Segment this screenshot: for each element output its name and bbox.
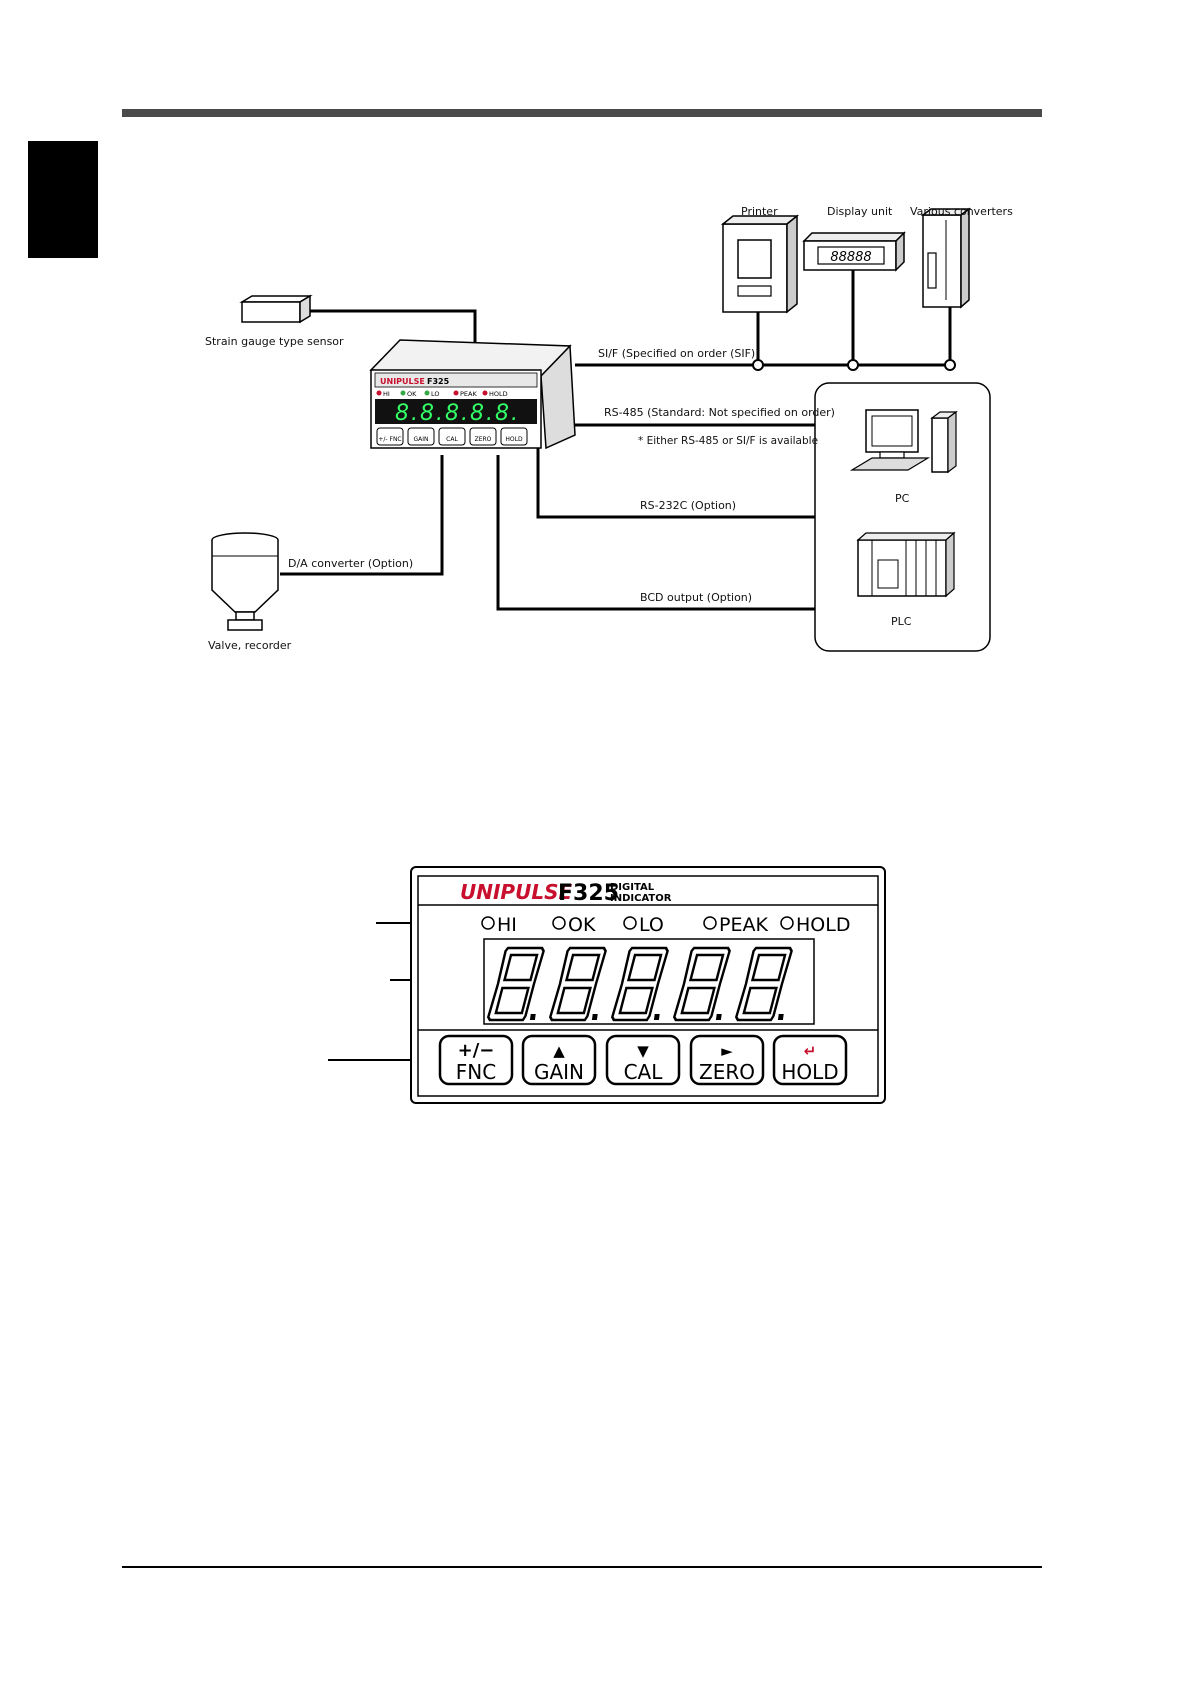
unit-model: F325 bbox=[427, 377, 450, 386]
led-ok-label: OK bbox=[568, 914, 596, 936]
rs232c-line bbox=[536, 448, 815, 519]
digit-outline bbox=[548, 946, 607, 1022]
panel-subtitle-1: DIGITAL bbox=[610, 882, 655, 893]
svg-text:GAIN: GAIN bbox=[413, 436, 428, 443]
svg-text:HI: HI bbox=[383, 390, 390, 398]
key-gain-button[interactable]: ▲GAIN bbox=[521, 1034, 597, 1086]
display-unit-label: Display unit bbox=[827, 205, 893, 218]
converter-icon bbox=[920, 207, 972, 309]
sensor-wire bbox=[310, 309, 477, 342]
bcd-line bbox=[496, 455, 815, 611]
svg-text:HOLD: HOLD bbox=[505, 436, 523, 443]
display-unit-icon: 88888 bbox=[802, 231, 906, 272]
svg-text:HOLD: HOLD bbox=[489, 390, 508, 398]
decimal-point bbox=[529, 1014, 536, 1020]
key-label: HOLD bbox=[781, 1060, 838, 1084]
key-symbol: ↵ bbox=[804, 1042, 817, 1060]
key-cal-button[interactable]: ▼CAL bbox=[605, 1034, 681, 1086]
svg-text:LO: LO bbox=[431, 390, 440, 398]
led-hold-label: HOLD bbox=[796, 914, 850, 936]
key-label: GAIN bbox=[534, 1060, 584, 1084]
panel-brand: UNIPULSE bbox=[460, 880, 572, 904]
decimal-point bbox=[715, 1014, 722, 1020]
led-lo-label: LO bbox=[639, 914, 664, 936]
unit-brand: UNIPULSE bbox=[380, 377, 425, 386]
led-hi-label: HI bbox=[497, 914, 517, 936]
either-note: * Either RS-485 or SI/F is available bbox=[638, 435, 819, 447]
plc-icon bbox=[856, 531, 956, 598]
plc-label: PLC bbox=[891, 615, 912, 628]
key-symbol: +/− bbox=[458, 1040, 495, 1061]
bcd-label: BCD output (Option) bbox=[640, 591, 753, 604]
led-hi-icon bbox=[481, 916, 495, 930]
display-unit-digits: 88888 bbox=[830, 250, 871, 265]
decimal-point bbox=[777, 1014, 784, 1020]
sensor-label: Strain gauge type sensor bbox=[205, 335, 344, 348]
panel-digits bbox=[486, 946, 793, 1022]
decimal-point bbox=[591, 1014, 598, 1020]
rs485-label: RS-485 (Standard: Not specified on order… bbox=[604, 406, 835, 419]
svg-text:CAL: CAL bbox=[446, 436, 458, 443]
seven-segment-digit bbox=[548, 946, 607, 1022]
seven-segment-digit bbox=[486, 946, 545, 1022]
digit-outline bbox=[610, 946, 669, 1022]
system-diagram: 88888 UNIPULSE F325 HI OK LO PEAK HOLD 8… bbox=[211, 207, 991, 652]
unit-keys bbox=[376, 427, 528, 446]
chapter-tab bbox=[28, 141, 98, 258]
indicator-unit-icon: UNIPULSE F325 HI OK LO PEAK HOLD 8.8.8.8… bbox=[369, 339, 576, 450]
key-fnc-button[interactable]: +/−FNC bbox=[438, 1034, 514, 1086]
front-panel-diagram: UNIPULSE F325 DIGITAL INDICATOR HI OK LO… bbox=[328, 866, 886, 1104]
decimal-point bbox=[653, 1014, 660, 1020]
svg-text:+/- FNC: +/- FNC bbox=[378, 436, 401, 443]
panel-led-labels: HI OK LO PEAK HOLD bbox=[497, 914, 850, 936]
seven-segment-digit bbox=[672, 946, 731, 1022]
key-symbol: ▼ bbox=[637, 1042, 649, 1060]
valve-label: Valve, recorder bbox=[208, 639, 292, 652]
digit-outline bbox=[734, 946, 793, 1022]
key-hold-button[interactable]: ↵HOLD bbox=[772, 1034, 848, 1086]
header-rule bbox=[122, 109, 1042, 117]
led-hold-icon bbox=[780, 916, 794, 930]
seven-segment-digit bbox=[610, 946, 669, 1022]
led-ok-icon bbox=[552, 916, 566, 930]
svg-text:OK: OK bbox=[407, 390, 417, 398]
panel-model: F325 bbox=[558, 881, 619, 906]
key-symbol: ► bbox=[721, 1042, 733, 1060]
digit-outline bbox=[672, 946, 731, 1022]
footer-rule bbox=[122, 1566, 1042, 1568]
sif-label: SI/F (Specified on order (SIF)) bbox=[598, 347, 760, 360]
printer-label: Printer bbox=[741, 205, 778, 218]
seven-segment-digit bbox=[734, 946, 793, 1022]
led-peak-icon bbox=[703, 916, 717, 930]
panel-leds bbox=[481, 916, 794, 930]
printer-icon bbox=[720, 214, 800, 314]
strain-sensor-icon bbox=[239, 294, 313, 324]
wiring bbox=[280, 270, 952, 611]
converters-label: Various converters bbox=[910, 205, 1013, 218]
led-peak-label: PEAK bbox=[719, 914, 768, 936]
key-symbol: ▲ bbox=[553, 1042, 565, 1060]
unit-digits: 8.8.8.8.8. bbox=[395, 401, 520, 426]
key-label: FNC bbox=[456, 1060, 496, 1084]
pc-label: PC bbox=[895, 492, 910, 505]
key-label: CAL bbox=[624, 1060, 664, 1084]
panel-keys: +/−FNC▲GAIN▼CAL►ZERO↵HOLD bbox=[438, 1034, 848, 1086]
unit-leds: HI OK LO PEAK HOLD bbox=[376, 390, 508, 398]
hopper-icon bbox=[211, 532, 279, 631]
svg-text:PEAK: PEAK bbox=[460, 390, 477, 398]
panel-subtitle-2: INDICATOR bbox=[610, 893, 672, 904]
digit-outline bbox=[486, 946, 545, 1022]
da-line bbox=[280, 455, 444, 576]
key-label: ZERO bbox=[699, 1060, 755, 1084]
svg-text:ZERO: ZERO bbox=[475, 436, 492, 443]
da-label: D/A converter (Option) bbox=[288, 557, 414, 570]
led-lo-icon bbox=[623, 916, 637, 930]
rs232c-label: RS-232C (Option) bbox=[640, 499, 737, 512]
key-zero-button[interactable]: ►ZERO bbox=[689, 1034, 765, 1086]
pc-icon bbox=[849, 409, 958, 474]
